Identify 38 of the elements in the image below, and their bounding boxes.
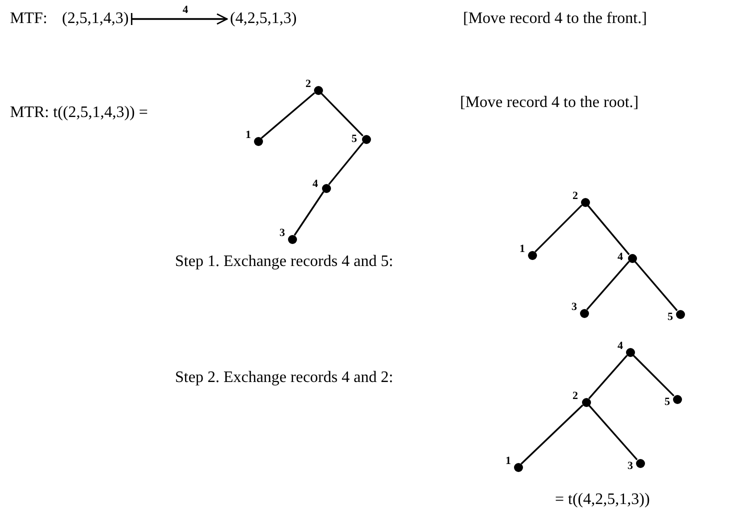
tree-edge bbox=[588, 404, 638, 460]
record-number: 4 bbox=[618, 251, 623, 263]
record-number: 2 bbox=[572, 390, 578, 402]
tree-edge bbox=[520, 404, 584, 464]
record-number: 3 bbox=[628, 460, 633, 472]
tree-edge bbox=[634, 260, 678, 312]
maps-to-arrow bbox=[130, 12, 228, 26]
record-number: 4 bbox=[312, 178, 318, 190]
record-number: 2 bbox=[572, 190, 578, 202]
annotation-text: MTR: t((2,5,1,4,3)) = bbox=[10, 103, 148, 123]
record-number: 1 bbox=[506, 455, 511, 467]
sequence-text: (2,5,1,4,3) bbox=[62, 9, 129, 29]
annotation-text: = t((4,2,5,1,3)) bbox=[555, 490, 650, 510]
tree-edge bbox=[320, 92, 364, 136]
annotation-text: MTF: bbox=[10, 9, 48, 29]
annotation-text: Step 2. Exchange records 4 and 2: bbox=[175, 368, 394, 388]
tree-edge bbox=[534, 204, 582, 252]
annotation-text: Step 1. Exchange records 4 and 5: bbox=[175, 252, 394, 272]
record-number: 3 bbox=[572, 301, 577, 313]
tree-edge bbox=[587, 204, 630, 256]
sequence-text: (4,2,5,1,3) bbox=[230, 9, 297, 29]
edge-label: 4 bbox=[182, 4, 190, 16]
record-number: 1 bbox=[246, 129, 251, 141]
tree-edge bbox=[586, 260, 630, 310]
tree-edge bbox=[294, 191, 324, 236]
record-number: 4 bbox=[618, 340, 623, 352]
tree-edge bbox=[260, 92, 316, 139]
record-number: 2 bbox=[306, 78, 311, 90]
annotation-text: [Move record 4 to the root.] bbox=[460, 93, 639, 113]
record-number: 3 bbox=[280, 227, 285, 239]
annotation-text: [Move record 4 to the front.] bbox=[463, 9, 647, 29]
tree-edge bbox=[588, 354, 628, 400]
record-number: 5 bbox=[668, 311, 673, 323]
tree-edge bbox=[328, 142, 364, 186]
record-number: 5 bbox=[352, 133, 357, 145]
tree-edge bbox=[632, 354, 674, 396]
record-number: 1 bbox=[520, 243, 525, 255]
record-number: 5 bbox=[664, 396, 670, 408]
